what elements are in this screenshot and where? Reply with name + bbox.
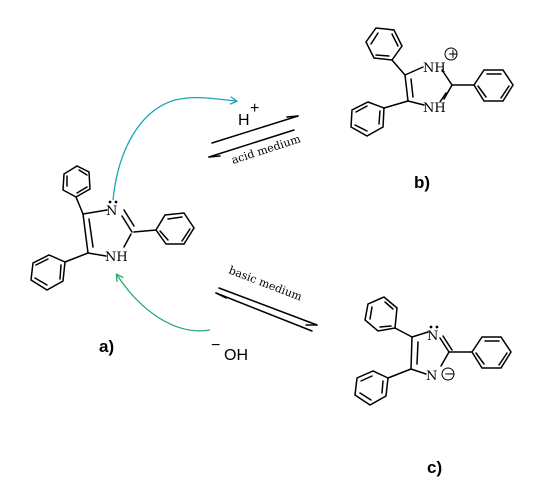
negative-charge-icon: [441, 367, 455, 381]
phenyl-ring-right: [451, 69, 514, 102]
label-a: a): [99, 337, 114, 356]
atom-n3: N: [106, 204, 117, 219]
positive-charge-sign: +: [448, 47, 459, 62]
phenyl-ring-right: [448, 336, 512, 369]
condition-basic-medium: basic medium: [227, 264, 304, 304]
lone-pair-dot: [108, 200, 112, 204]
condition-acid-medium: acid medium: [230, 132, 303, 167]
reagent-proton-charge: +: [250, 100, 259, 117]
equilibrium-arrows-basic: [215, 287, 318, 332]
equilibrium-arrows-acid: [208, 115, 299, 158]
phenyl-ring-bottom: [30, 252, 89, 291]
atom-n3: N: [427, 329, 438, 344]
imidazolide-ring: [410, 331, 453, 375]
phenyl-ring-bottom: [354, 368, 412, 406]
reagent-hydroxide-charge: −: [211, 337, 220, 354]
curved-arrow-hydroxide-icon: [117, 275, 211, 332]
negative-charge-sign: −: [444, 367, 455, 382]
atom-nh: NH: [105, 250, 128, 265]
atom-nh-plus: NH: [423, 61, 446, 76]
imidazole-ring: [82, 209, 135, 257]
positive-charge-icon: [444, 47, 458, 61]
reagent-proton: H: [238, 112, 250, 129]
curved-arrow-proton-icon: [112, 98, 236, 201]
phenyl-ring-top: [365, 27, 406, 76]
label-c: c): [427, 458, 442, 477]
lone-pair-dot: [429, 325, 433, 329]
phenyl-ring-right: [133, 212, 195, 245]
reagent-hydroxide: OH: [224, 347, 248, 364]
phenyl-ring-top: [364, 296, 413, 338]
phenyl-ring-bottom: [350, 100, 409, 137]
imidazolium-ring: [404, 66, 453, 106]
lone-pair-dot: [435, 325, 439, 329]
atom-nh: NH: [423, 101, 446, 116]
phenyl-ring-top: [62, 165, 91, 215]
atom-n-minus: N: [426, 369, 437, 384]
label-b: b): [414, 173, 430, 192]
molecule-neutral-imidazole: N NH: [30, 165, 195, 291]
molecule-deprotonated-imidazolide: N N −: [354, 296, 512, 406]
lone-pair-dot: [114, 200, 118, 204]
molecule-protonated-imidazolium: NH + NH: [350, 27, 514, 137]
